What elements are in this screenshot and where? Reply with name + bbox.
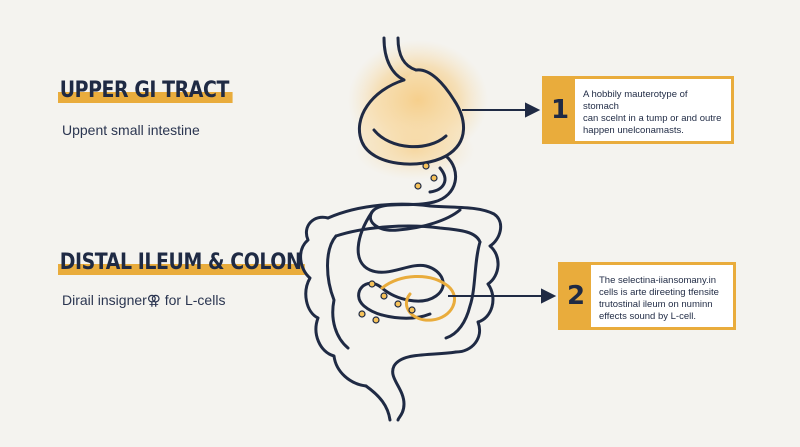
duodenum-inner — [428, 166, 447, 194]
l-cell-dot — [422, 162, 430, 170]
small-intestine-coil — [356, 210, 445, 320]
upper-gi-title-text: UPPER GI TRACT — [58, 78, 233, 103]
distal-ileum-highlight — [380, 274, 456, 322]
distal-ileum-subtitle: Dirail insigner⚢ for L-cells — [62, 292, 226, 308]
callout-2-line-3: trutostinal ileum on numinn — [599, 299, 713, 310]
callout-2-line-1: The selectina-iiansomany.in — [599, 275, 717, 286]
l-cell-dot — [380, 292, 388, 300]
upper-gi-title: UPPER GI TRACT — [58, 78, 233, 103]
upper-gi-subtitle: Uppent small intestine — [62, 122, 200, 138]
sigmoid-colon — [391, 350, 458, 422]
callout-1-arrowhead — [525, 102, 541, 118]
callout-2-line-2: cells is arte direeting tfensite — [599, 287, 719, 298]
esophagus-right-wall — [396, 36, 418, 72]
callout-1: 1 A hobbily mauterotype of stomach can s… — [542, 76, 734, 144]
callout-1-line-2: can scelnt in a tump or and outre — [583, 113, 722, 124]
ascending-colon-inner — [326, 234, 350, 350]
callout-2-text: The selectina-iiansomany.in cells is art… — [591, 265, 733, 327]
callout-1-text: A hobbily mauterotype of stomach can sce… — [575, 79, 731, 141]
transverse-descending-colon-outer — [326, 202, 503, 354]
l-cell-dot — [368, 280, 376, 288]
l-cell-dot — [408, 306, 416, 314]
l-cell-dot — [394, 300, 402, 308]
callout-2-line-4: effects sound by L-cell. — [599, 311, 696, 322]
callout-2-number: 2 — [561, 265, 591, 327]
rectum-left — [364, 384, 392, 422]
ascending-colon-outer — [299, 215, 368, 388]
callout-1-line-3: happen unelconamasts. — [583, 125, 684, 136]
l-cell-dot — [372, 316, 380, 324]
l-cell-dot — [430, 174, 438, 182]
callout-1-line-1: A hobbily mauterotype of stomach — [583, 89, 688, 112]
callout-2: 2 The selectina-iiansomany.in cells is a… — [558, 262, 736, 330]
stomach-inner-curve — [372, 128, 448, 149]
l-cell-dot — [414, 182, 422, 190]
distal-ileum-title-text: DISTAL ILEUM & COLON — [58, 250, 305, 275]
esophagus-left-wall — [382, 36, 406, 82]
distal-ileum-title: DISTAL ILEUM & COLON — [58, 250, 305, 275]
callout-1-number: 1 — [545, 79, 575, 141]
l-cell-dot — [358, 310, 366, 318]
descending-colon-inner — [444, 240, 482, 340]
callout-2-arrowhead — [541, 288, 557, 304]
